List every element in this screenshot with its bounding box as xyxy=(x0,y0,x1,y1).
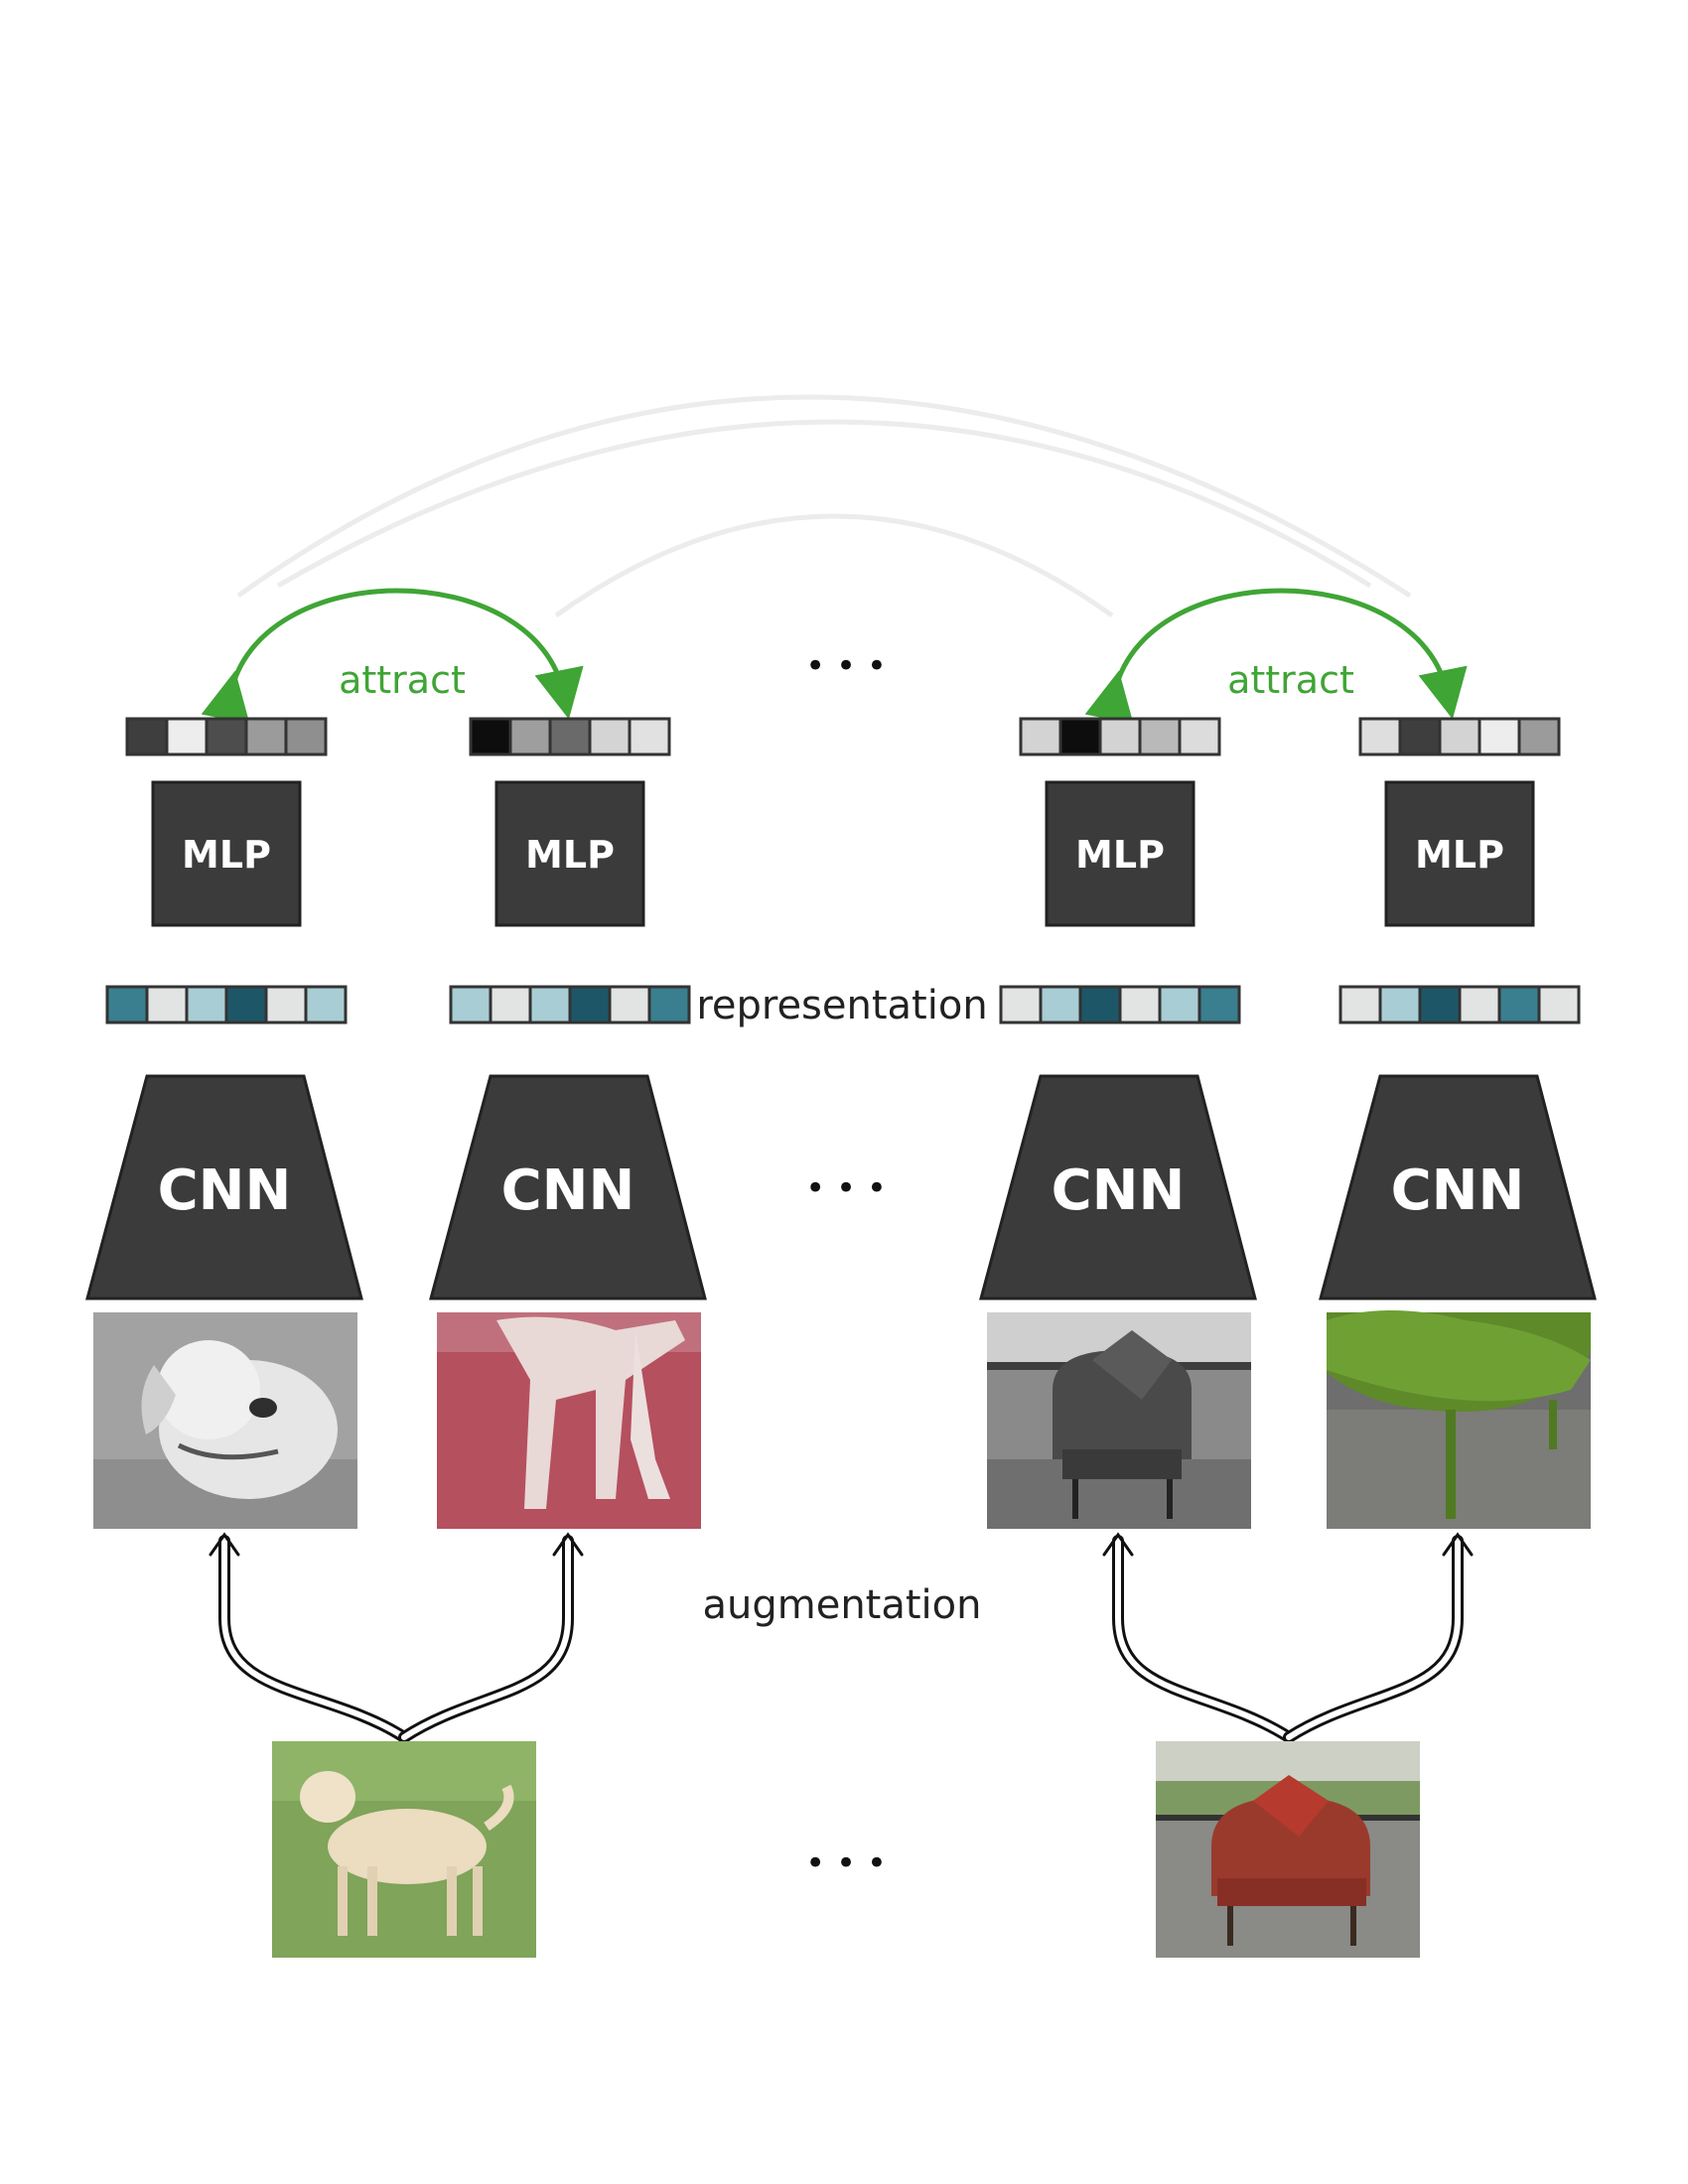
cnn-encoder-2: CNN xyxy=(429,1074,707,1300)
projection-cell xyxy=(1138,717,1182,756)
ellipsis-top: • • • xyxy=(805,646,887,686)
representation-vector-3 xyxy=(999,985,1241,1024)
projection-cell xyxy=(1477,717,1521,756)
representation-cell xyxy=(568,985,612,1024)
representation-cell xyxy=(1378,985,1422,1024)
representation-cell xyxy=(1497,985,1541,1024)
projection-vector-1 xyxy=(125,717,328,756)
attract-label-left: attract xyxy=(339,658,466,702)
ellipsis-bottom: • • • xyxy=(805,1843,887,1883)
faint-background-arcs xyxy=(236,394,1412,618)
svg-text:CNN: CNN xyxy=(158,1159,292,1223)
augmented-view-red-dog-legs xyxy=(437,1312,701,1529)
augmentation-arrows-chair xyxy=(1102,1532,1474,1743)
representation-cell xyxy=(1458,985,1501,1024)
cnn-encoder-1: CNN xyxy=(85,1074,363,1300)
mlp-block-1: MLP xyxy=(151,780,302,927)
representation-label: representation xyxy=(696,983,987,1028)
projection-cell xyxy=(469,717,512,756)
representation-cell xyxy=(304,985,348,1024)
mlp-block-3: MLP xyxy=(1045,780,1196,927)
augmented-view-grayscale-chair xyxy=(987,1312,1251,1529)
projection-cell xyxy=(628,717,671,756)
projection-cell xyxy=(205,717,248,756)
projection-cell xyxy=(548,717,592,756)
original-image-dog xyxy=(272,1741,536,1958)
svg-text:MLP: MLP xyxy=(1075,833,1165,877)
augmentation-arrows-dog xyxy=(209,1532,584,1743)
representation-cell xyxy=(1197,985,1241,1024)
representation-cell xyxy=(1078,985,1122,1024)
attract-label-right: attract xyxy=(1227,658,1354,702)
representation-cell xyxy=(185,985,228,1024)
projection-cell xyxy=(588,717,632,756)
attract-arc-left: attract xyxy=(201,588,584,725)
svg-text:MLP: MLP xyxy=(182,833,271,877)
projection-cell xyxy=(1517,717,1561,756)
representation-cell xyxy=(999,985,1043,1024)
projection-cell xyxy=(284,717,328,756)
augmented-view-green-chair xyxy=(1327,1310,1591,1529)
projection-cell xyxy=(1438,717,1481,756)
projection-cell xyxy=(1398,717,1442,756)
svg-text:MLP: MLP xyxy=(1415,833,1504,877)
representation-cell xyxy=(528,985,572,1024)
representation-cell xyxy=(1158,985,1201,1024)
attract-arc-right: attract xyxy=(1084,588,1468,725)
representation-cell xyxy=(1118,985,1162,1024)
cnn-encoder-4: CNN xyxy=(1319,1074,1597,1300)
representation-vector-4 xyxy=(1338,985,1581,1024)
projection-cell xyxy=(1019,717,1062,756)
representation-cell xyxy=(105,985,149,1024)
cnn-encoder-3: CNN xyxy=(979,1074,1257,1300)
projection-cell xyxy=(508,717,552,756)
representation-cell xyxy=(264,985,308,1024)
augmented-view-grayscale-dog xyxy=(93,1312,357,1529)
projection-vector-3 xyxy=(1019,717,1221,756)
projection-cell xyxy=(125,717,169,756)
projection-cell xyxy=(165,717,209,756)
projection-vector-4 xyxy=(1358,717,1561,756)
svg-text:CNN: CNN xyxy=(1052,1159,1186,1223)
representation-cell xyxy=(1039,985,1082,1024)
representation-cell xyxy=(449,985,492,1024)
ellipsis-middle: • • • xyxy=(805,1168,887,1208)
projection-cell xyxy=(1098,717,1142,756)
representation-cell xyxy=(608,985,651,1024)
augmentation-label: augmentation xyxy=(703,1582,982,1628)
svg-text:MLP: MLP xyxy=(525,833,615,877)
original-image-armchair xyxy=(1156,1741,1420,1958)
svg-text:CNN: CNN xyxy=(1391,1159,1525,1223)
representation-cell xyxy=(1537,985,1581,1024)
representation-cell xyxy=(224,985,268,1024)
representation-cell xyxy=(647,985,691,1024)
representation-cell xyxy=(489,985,532,1024)
representation-cell xyxy=(1418,985,1462,1024)
projection-cell xyxy=(1058,717,1102,756)
representation-vector-2 xyxy=(449,985,691,1024)
representation-cell xyxy=(145,985,189,1024)
projection-vector-2 xyxy=(469,717,671,756)
representation-cell xyxy=(1338,985,1382,1024)
projection-cell xyxy=(1358,717,1402,756)
representation-vector-1 xyxy=(105,985,348,1024)
projection-cell xyxy=(244,717,288,756)
svg-text:CNN: CNN xyxy=(501,1159,635,1223)
mlp-block-2: MLP xyxy=(494,780,645,927)
mlp-block-4: MLP xyxy=(1384,780,1535,927)
projection-cell xyxy=(1178,717,1221,756)
